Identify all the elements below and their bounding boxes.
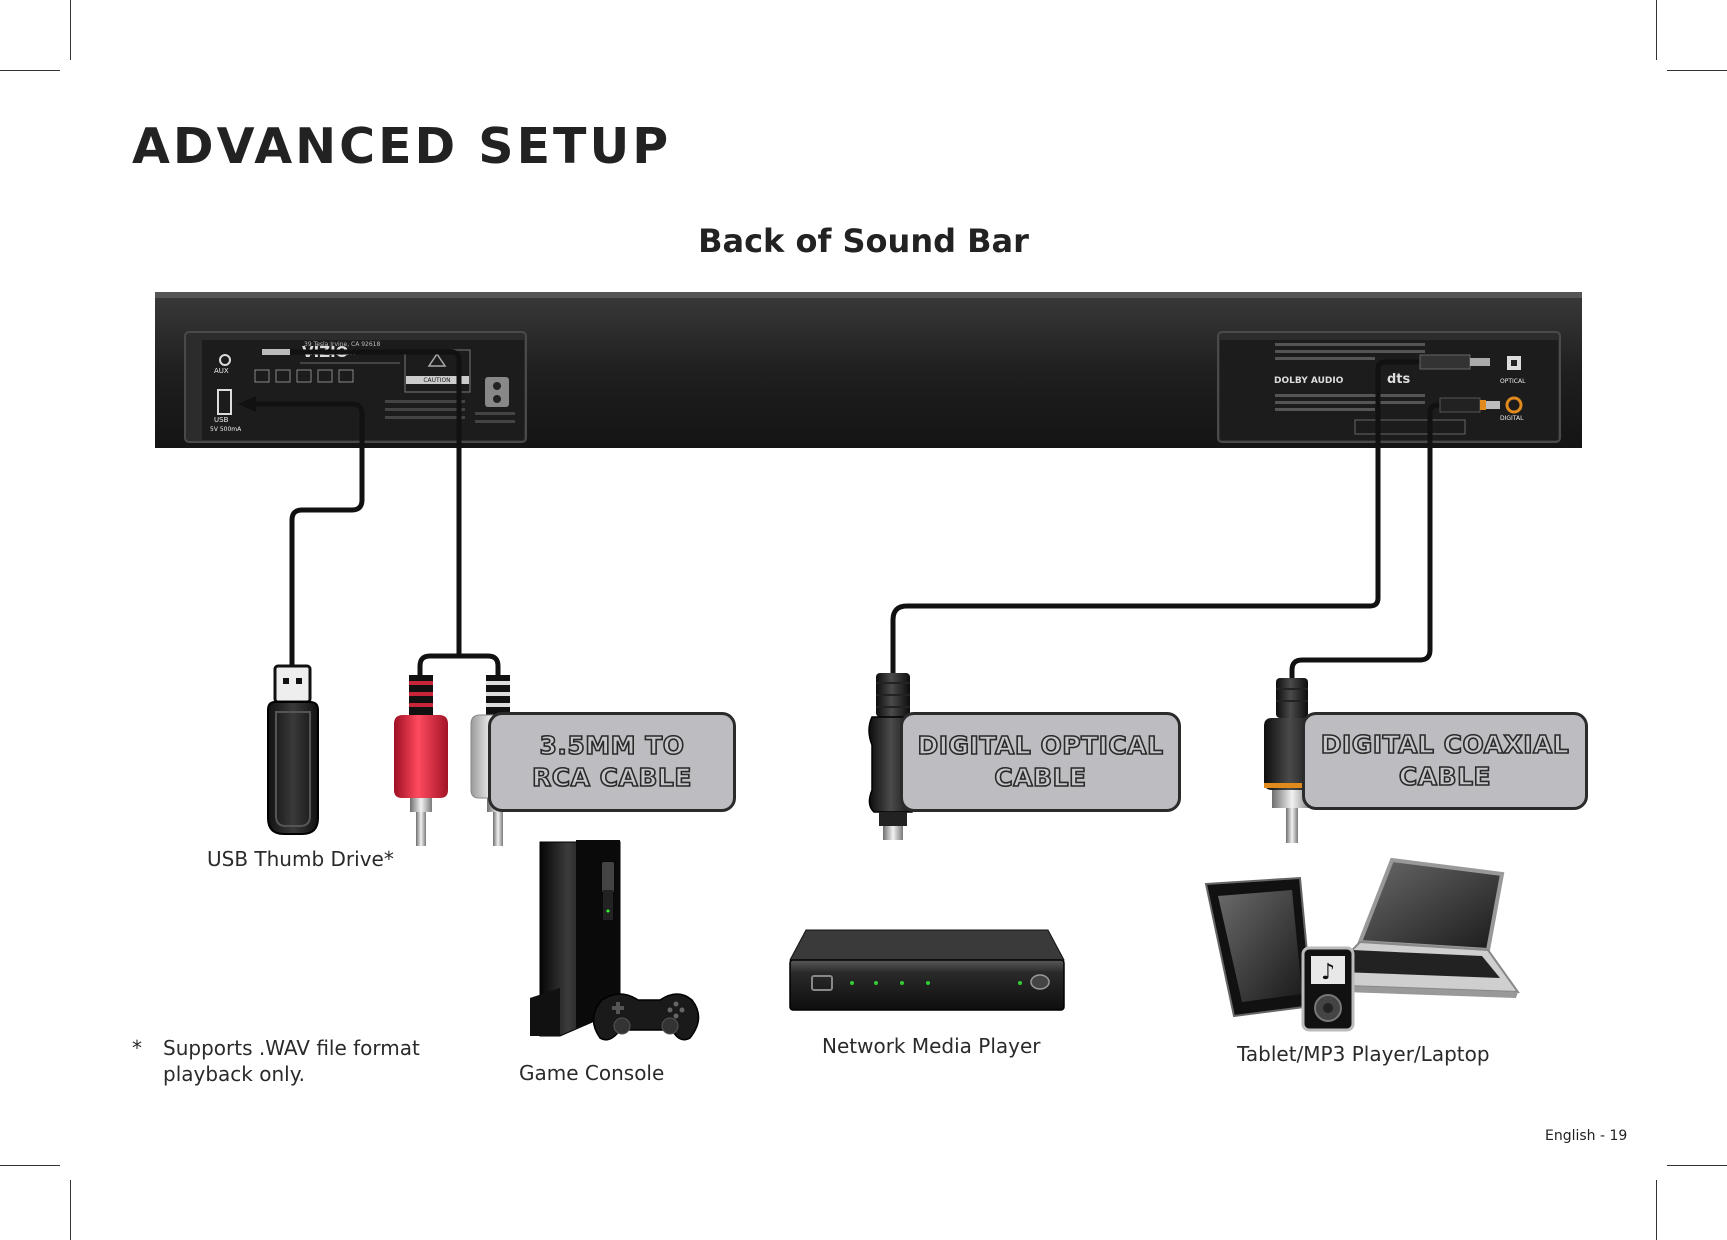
soundbar [155,292,1582,448]
rca-cable-label-line1: 3.5MM TO [532,730,692,762]
optical-cable-label-line1: DIGITAL OPTICAL [917,730,1163,762]
optical-cable-label-line2: CABLE [917,762,1163,794]
usb-port-label: USB [214,416,229,424]
rca-red-plug-image [394,675,448,846]
svg-text:39 Tesla Irvine, CA 92618: 39 Tesla Irvine, CA 92618 [304,341,380,348]
network-media-player-label: Network Media Player [822,1034,1041,1058]
usb-port-sublabel: 5V 500mA [210,426,242,433]
optical-port-label: OPTICAL [1500,378,1526,385]
aux-port-label: AUX [214,367,229,375]
coaxial-port-label: DIGITAL [1500,415,1524,422]
tablet-mp3-laptop-label: Tablet/MP3 Player/Laptop [1237,1042,1490,1066]
footnote-marker: * [132,1035,142,1061]
game-console-image [530,840,699,1040]
coaxial-cable-label-line1: DIGITAL COAXIAL [1321,729,1570,761]
network-media-player-image [790,930,1064,1010]
svg-text:♪: ♪ [1321,960,1335,985]
tablet-mp3-laptop-image: ♪ [1206,860,1518,1030]
footnote-line1: Supports .WAV file format [163,1035,423,1061]
usb-thumb-drive-image [268,666,318,834]
svg-text:CAUTION: CAUTION [423,377,450,384]
footnote-line2: playback only. [163,1061,423,1087]
game-console-label: Game Console [519,1061,664,1085]
coaxial-cable-label-line2: CABLE [1321,761,1570,793]
page-number: English - 19 [1545,1128,1627,1144]
dts-logo: dts [1387,372,1411,387]
usb-thumb-drive-label: USB Thumb Drive* [207,847,394,871]
rca-cable-label-line2: RCA CABLE [532,762,692,794]
dolby-logo: DOLBY AUDIO [1274,376,1344,386]
